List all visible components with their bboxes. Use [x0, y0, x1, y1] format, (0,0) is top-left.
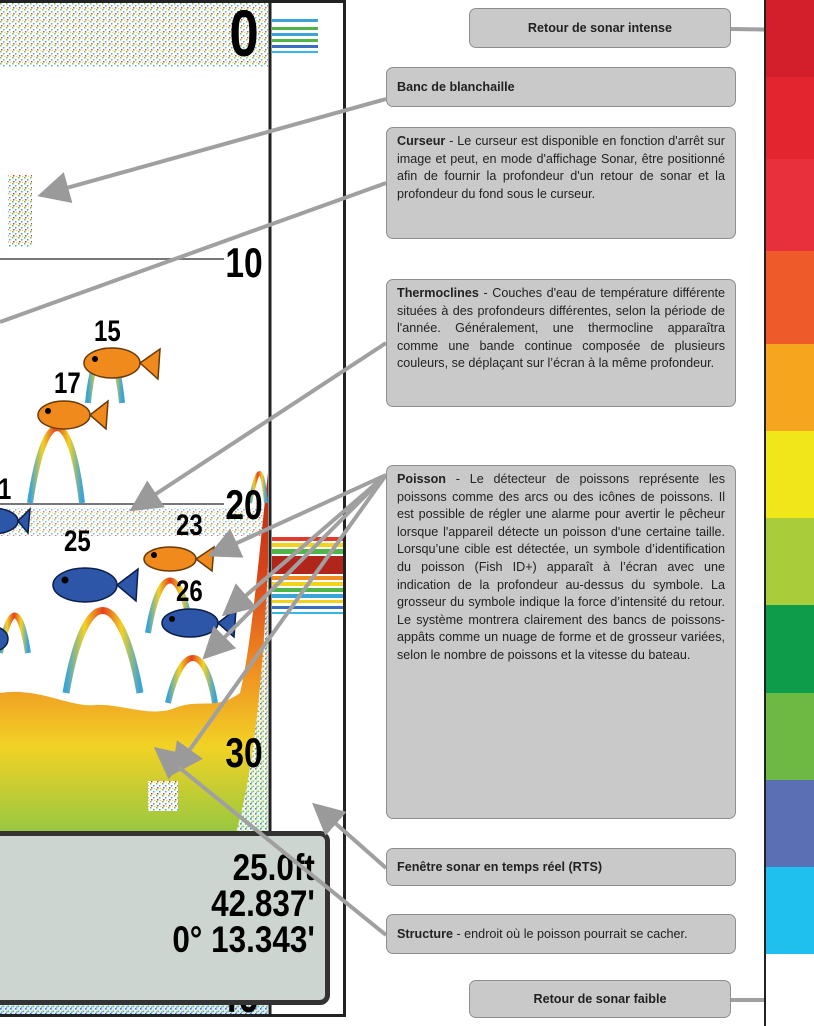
legend-swatch-4 — [766, 251, 814, 344]
legend-swatch-10 — [766, 780, 814, 867]
depth-label-0: 0 — [229, 0, 259, 70]
callout-rts: Fenêtre sonar en temps réel (RTS) — [386, 848, 736, 886]
legend-swatch-8 — [766, 605, 814, 693]
fish-icon-25 — [52, 567, 139, 603]
readout-longitude: 0° 13.343' — [172, 919, 315, 960]
callout-weak-return-label: Retour de sonar faible — [533, 992, 667, 1006]
digital-readout: 25.0ft 42.837' 0° 13.343' — [0, 831, 330, 1005]
callout-strong-return: Retour de sonar intense — [469, 8, 731, 48]
fish-depth-15: 15 — [94, 315, 121, 348]
callout-thermoclines-text: - Couches d'eau de température différent… — [397, 286, 725, 371]
legend-swatch-1 — [766, 0, 814, 77]
callout-strong-return-label: Retour de sonar intense — [527, 21, 673, 35]
callout-cursor-title: Curseur — [397, 134, 446, 148]
callout-baitfish: Banc de blanchaille — [386, 67, 736, 107]
fish-depth-25: 25 — [64, 525, 91, 558]
color-intensity-scale — [764, 0, 814, 1026]
callout-weak-return: Retour de sonar faible — [469, 980, 731, 1018]
fish-icon-1 — [0, 507, 31, 535]
legend-swatch-11 — [766, 867, 814, 954]
callout-cursor: Curseur - Le curseur est disponible en f… — [386, 127, 736, 239]
callout-structure-text: - endroit où le poisson pourrait se cach… — [452, 927, 688, 941]
readout-latitude: 42.837' — [211, 883, 315, 924]
callout-thermoclines-title: Thermoclines — [397, 286, 479, 300]
callout-fish: Poisson - Le détecteur de poissons repré… — [386, 465, 736, 819]
fish-icon-26 — [161, 607, 237, 639]
legend-swatch-3 — [766, 159, 814, 251]
legend-swatch-2 — [766, 77, 814, 159]
callout-fish-text: - Le détecteur de poissons représente le… — [397, 472, 725, 662]
fish-icon-17 — [37, 399, 109, 431]
callout-structure: Structure - endroit où le poisson pourra… — [386, 914, 736, 954]
callout-rts-label: Fenêtre sonar en temps réel (RTS) — [397, 860, 603, 874]
legend-swatch-7 — [766, 518, 814, 605]
callout-fish-title: Poisson — [397, 472, 446, 486]
legend-swatch-6 — [766, 431, 814, 518]
fish-depth-17: 17 — [54, 367, 81, 400]
fish-depth-26: 26 — [176, 575, 203, 608]
legend-swatch-9 — [766, 693, 814, 780]
readout-depth: 25.0ft — [232, 847, 315, 888]
legend-swatch-12 — [766, 954, 814, 1026]
fish-icon-23 — [143, 545, 215, 573]
callout-structure-title: Structure — [397, 927, 453, 941]
baitfish-school — [8, 175, 32, 247]
callout-baitfish-label: Banc de blanchaille — [397, 80, 515, 94]
depth-label-20: 20 — [225, 481, 263, 528]
legend-swatch-5 — [766, 344, 814, 431]
fish-icon-partial — [0, 627, 9, 651]
sonar-screen: 0 10 20 30 40 15 17 1 23 25 26 25.0ft 42… — [0, 0, 346, 1017]
rts-window — [272, 19, 343, 614]
callout-cursor-text: - Le curseur est disponible en fonction … — [397, 134, 725, 201]
depth-label-10: 10 — [225, 239, 263, 286]
fish-depth-1: 1 — [0, 473, 11, 507]
fish-icon-15 — [83, 347, 161, 381]
depth-label-30: 30 — [225, 729, 263, 776]
callout-thermoclines: Thermoclines - Couches d'eau de températ… — [386, 279, 736, 407]
fish-depth-23: 23 — [176, 509, 203, 542]
